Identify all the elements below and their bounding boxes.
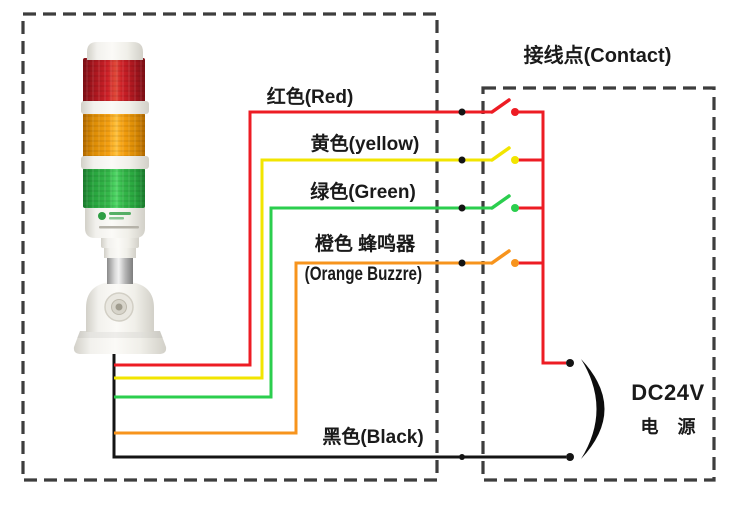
tower-pole — [107, 256, 133, 284]
power-supply-symbol — [566, 359, 605, 461]
contact-switches — [490, 98, 519, 267]
brand-logo-subtext-line — [109, 217, 124, 220]
power-supply-label-voltage: DC24V — [631, 380, 705, 405]
brand-logo-mark — [98, 212, 106, 220]
model-text-line — [99, 226, 139, 229]
tower-body — [85, 206, 145, 238]
junction-dot-yellow — [458, 156, 466, 164]
wire-label-red: 红色(Red) — [266, 87, 354, 108]
contact-box-border — [481, 86, 716, 482]
red-wire — [114, 110, 492, 367]
junction-dot-orange — [458, 259, 466, 267]
separator-ring-upper — [81, 101, 149, 114]
wire-label-orange-en-text: (Orange Buzzre) — [304, 264, 422, 285]
orange-light-ribs — [83, 113, 145, 159]
power-negative-terminal-dot — [566, 453, 574, 461]
separator-ring-lower — [81, 156, 149, 169]
green-switch-contact-dot — [511, 204, 519, 212]
orange-switch-contact-dot — [511, 259, 519, 267]
yellow-switch-lever — [490, 146, 511, 162]
bracket-screw — [115, 303, 123, 311]
green-light-ribs — [83, 168, 145, 208]
tower-cap — [87, 42, 143, 60]
wire-label-yellow: 黄色(yellow) — [310, 134, 420, 155]
orange-wire — [114, 261, 492, 435]
tower-neck-upper — [101, 236, 139, 248]
tower-base — [73, 331, 167, 354]
brand-logo — [98, 212, 139, 229]
wire-label-orange-en: (Orange Buzzre) — [288, 264, 438, 286]
brand-logo-text-line — [109, 212, 131, 215]
green-switch-lever — [490, 194, 511, 210]
yellow-wire — [114, 158, 492, 380]
power-positive-terminal-dot — [566, 359, 574, 367]
device-box-border — [21, 12, 439, 482]
power-supply-label-cn: 电 源 — [640, 417, 696, 437]
orange-switch-lever — [490, 249, 511, 265]
wire-label-black: 黑色(Black) — [322, 427, 424, 448]
tower-neck-lower — [104, 247, 136, 258]
green-switch — [490, 194, 519, 212]
red-switch-lever — [490, 98, 511, 114]
red-switch — [490, 98, 519, 116]
red-supply-bus — [515, 110, 566, 365]
tower-base-shadow — [77, 331, 163, 338]
yellow-switch — [490, 146, 519, 164]
junction-dot-green — [458, 204, 466, 212]
junction-dot-black — [459, 454, 465, 460]
red-switch-contact-dot — [511, 108, 519, 116]
black-wire — [112, 351, 566, 459]
junction-dot-red — [458, 108, 466, 116]
red-light-ribs — [83, 58, 145, 104]
yellow-switch-contact-dot — [511, 156, 519, 164]
green-wire — [114, 206, 492, 399]
orange-switch — [490, 249, 519, 267]
wires — [112, 108, 566, 460]
power-supply-arc — [581, 359, 605, 459]
tower-light — [73, 42, 167, 354]
contact-box-title: 接线点(Contact) — [523, 45, 672, 67]
wire-label-orange-cn: 橙色 蜂鸣器 — [314, 234, 416, 255]
wire-label-green: 绿色(Green) — [310, 182, 416, 203]
